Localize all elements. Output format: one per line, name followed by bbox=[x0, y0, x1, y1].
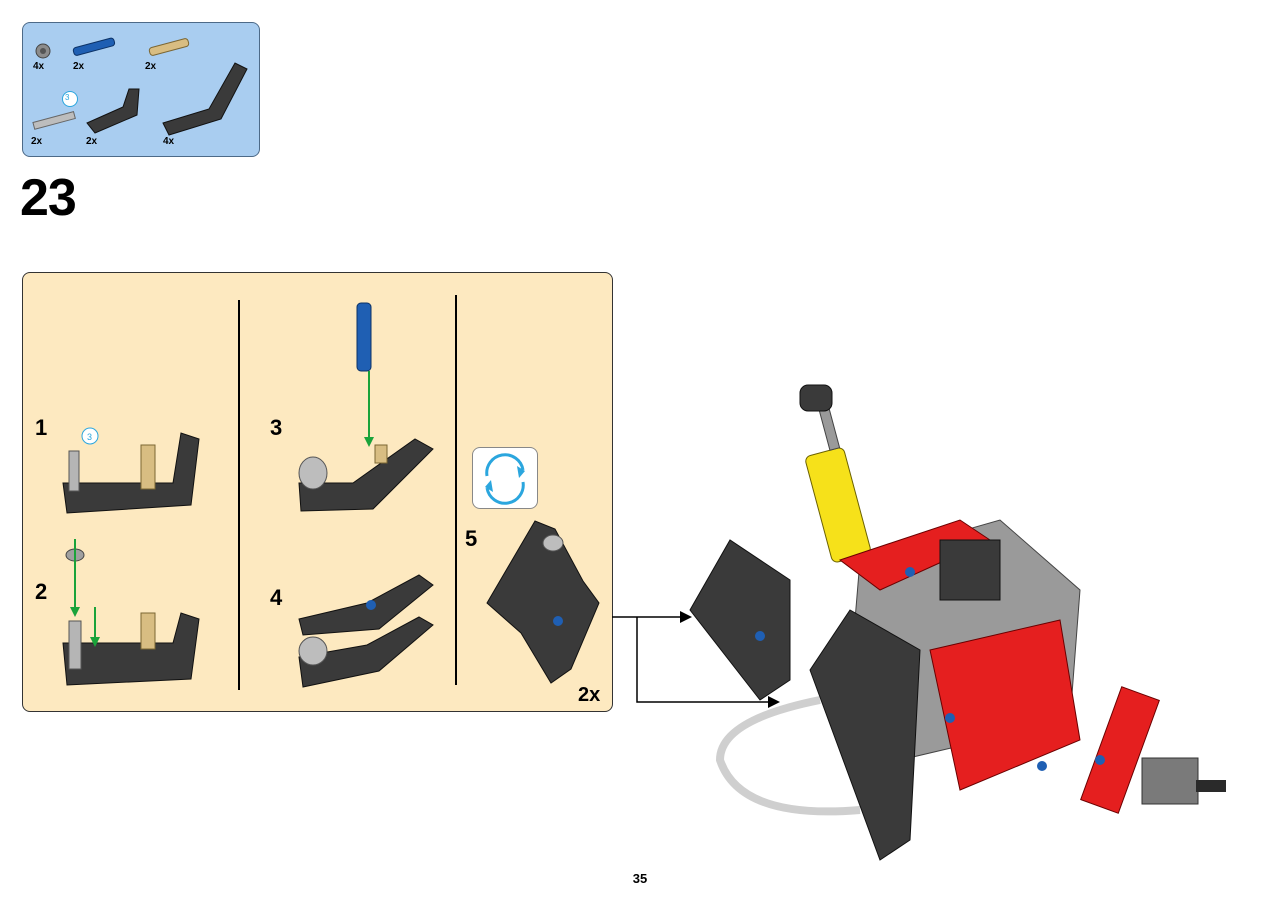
axle-3-part bbox=[32, 91, 78, 130]
l-beam-qty: 2x bbox=[86, 136, 98, 147]
substep-label-1: 1 bbox=[35, 415, 48, 440]
tan-axle-pin-part bbox=[148, 38, 190, 56]
substep-1-assembly: 3 bbox=[62, 427, 200, 514]
substep-5-assembly bbox=[486, 520, 600, 684]
bush-part bbox=[35, 43, 51, 59]
axle-callout-label: 3 bbox=[87, 432, 92, 442]
substep-4-assembly bbox=[298, 574, 434, 688]
bush-qty: 4x bbox=[33, 61, 45, 72]
step-number: 23 bbox=[20, 169, 77, 227]
bent-beam-qty: 4x bbox=[163, 136, 175, 147]
blue-axle-pin-qty: 2x bbox=[73, 61, 85, 72]
substep-3-assembly bbox=[298, 302, 434, 512]
substep-label-2: 2 bbox=[35, 579, 48, 604]
rotate-icon bbox=[472, 447, 538, 509]
substep-label-5: 5 bbox=[465, 526, 478, 551]
tan-axle-pin-qty: 2x bbox=[145, 61, 157, 72]
blue-axle-pin-part bbox=[72, 37, 116, 56]
substep-illustrations: 3 bbox=[62, 302, 600, 688]
panel-divider-1 bbox=[238, 300, 240, 690]
panel-divider-2 bbox=[455, 295, 457, 685]
callout-arrows bbox=[612, 611, 780, 708]
axle-3-qty: 2x bbox=[31, 136, 43, 147]
axle-size-label: 3 bbox=[65, 93, 70, 102]
l-beam-part bbox=[86, 88, 140, 134]
parts-list-box: 4x 2x 2x 3 2x 2x 4x bbox=[22, 22, 260, 157]
crane-model bbox=[689, 384, 1226, 861]
bent-beam-part bbox=[162, 62, 248, 136]
substep-label-4: 4 bbox=[270, 585, 283, 610]
substep-multiplier: 2x bbox=[578, 684, 601, 706]
page-number: 35 bbox=[632, 871, 648, 886]
parts-illustrations bbox=[32, 37, 248, 136]
substep-2-assembly bbox=[62, 539, 200, 686]
substep-label-3: 3 bbox=[270, 415, 283, 440]
